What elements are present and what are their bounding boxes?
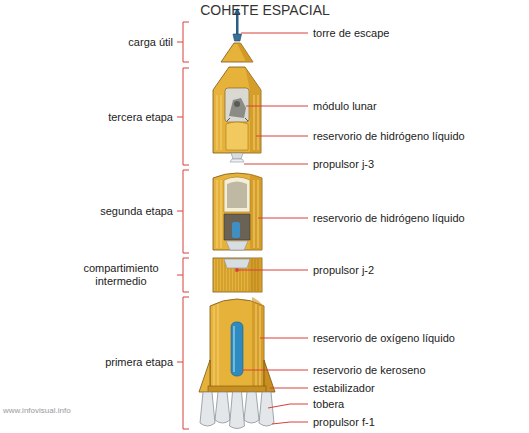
part-label: propulsor j-3 [313,158,374,171]
second-stage [213,173,262,250]
part-label: estabilizador [313,382,375,395]
part-label: propulsor f-1 [313,416,375,429]
part-label: tercera etapa [108,111,173,124]
part-label: torre de escape [313,27,389,40]
third-stage [213,67,261,162]
f1-engines [200,392,274,429]
stage-brackets [177,22,189,429]
part-label: segunda etapa [100,205,173,218]
watermark: www.infovisual.info [3,406,71,416]
part-label: tobera [313,398,344,411]
part-label: carga útil [128,36,173,49]
part-label: propulsor j-2 [313,264,374,277]
part-label: módulo lunar [313,100,377,113]
part-label: reservorio de hidrógeno líquido [313,130,465,143]
first-stage [199,297,275,392]
part-label: reservorio de hidrógeno líquido [313,212,465,225]
command-module [221,43,253,62]
part-label: primera etapa [105,356,173,369]
diagram-title: COHETE ESPACIAL [200,2,330,18]
interstage [213,258,262,292]
part-label: reservorio de keroseno [313,364,426,377]
part-label: compartimiento intermedio [69,262,173,288]
leader-lines [239,33,308,424]
part-label: reservorio de oxígeno líquido [313,332,455,345]
